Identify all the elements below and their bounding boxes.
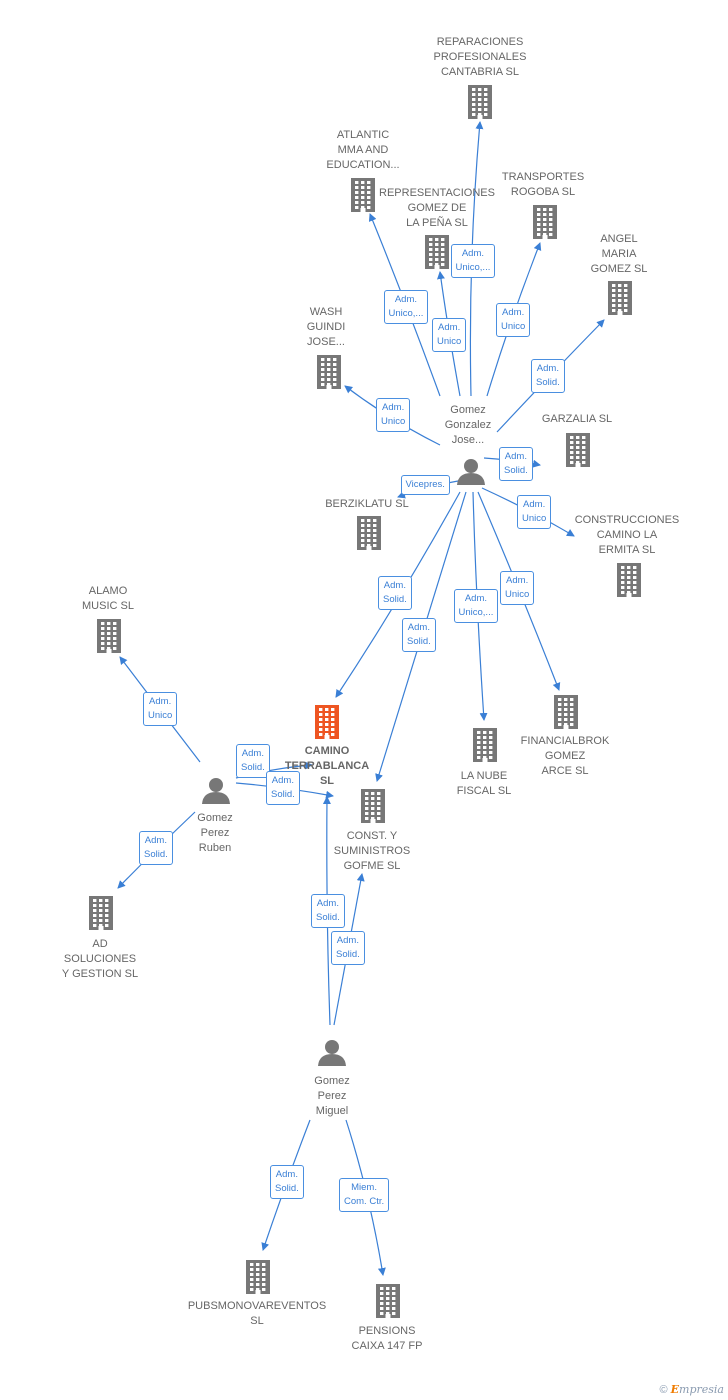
building-icon-reparaciones[interactable] bbox=[468, 85, 492, 119]
building-icon-alamo[interactable] bbox=[97, 619, 121, 653]
edge-label-miguel-to-const[interactable]: Adm. Solid. bbox=[331, 931, 365, 965]
building-icon-angel[interactable] bbox=[608, 281, 632, 315]
edge-label-jose-to-reparaciones[interactable]: Adm. Unico,... bbox=[450, 244, 496, 278]
edge-label-jose-to-lanube[interactable]: Adm. Unico,... bbox=[453, 589, 499, 623]
node-label-jose[interactable]: Gomez Gonzalez Jose... bbox=[444, 404, 492, 446]
node-label-financialbrok[interactable]: FINANCIALBROK GOMEZ ARCE SL bbox=[520, 735, 610, 777]
node-label-alamo[interactable]: ALAMO MUSIC SL bbox=[82, 585, 134, 612]
footer-brand: © Empresia bbox=[659, 1383, 724, 1396]
edge-label-ruben-to-ad[interactable]: Adm. Solid. bbox=[139, 831, 173, 865]
edge-label-jose-to-camino[interactable]: Adm. Solid. bbox=[378, 576, 412, 610]
edge-label-jose-to-construcciones[interactable]: Adm. Unico bbox=[517, 495, 552, 529]
node-label-berziklatu[interactable]: BERZIKLATU SL bbox=[325, 498, 409, 510]
node-label-pubs[interactable]: PUBSMONOVAREVENTOS SL bbox=[187, 1300, 327, 1327]
person-icon-miguel[interactable] bbox=[318, 1040, 346, 1066]
copyright-symbol: © bbox=[659, 1384, 668, 1396]
edge-label-ruben-to-const[interactable]: Adm. Solid. bbox=[266, 771, 300, 805]
building-icon-camino[interactable] bbox=[315, 705, 339, 739]
edge-label-jose-to-atlantic[interactable]: Adm. Unico,... bbox=[383, 290, 429, 324]
node-label-wash[interactable]: WASH GUINDI JOSE... bbox=[306, 306, 346, 348]
person-icon-jose[interactable] bbox=[457, 459, 485, 485]
edge-label-jose-to-berziklatu[interactable]: Vicepres. bbox=[400, 475, 450, 495]
edge-label-jose-to-const[interactable]: Adm. Solid. bbox=[402, 618, 436, 652]
building-icon-construcciones[interactable] bbox=[617, 563, 641, 597]
building-icon-transportes[interactable] bbox=[533, 205, 557, 239]
edge-label-jose-to-representaciones[interactable]: Adm. Unico bbox=[432, 318, 467, 352]
edge-label-miguel-to-camino[interactable]: Adm. Solid. bbox=[311, 894, 345, 928]
node-label-transportes[interactable]: TRANSPORTES ROGOBA SL bbox=[501, 171, 585, 198]
node-label-camino[interactable]: CAMINO TERRABLANCA SL bbox=[284, 745, 370, 787]
node-label-miguel[interactable]: Gomez Perez Miguel bbox=[314, 1075, 350, 1117]
building-icon-atlantic[interactable] bbox=[351, 178, 375, 212]
edge-label-jose-to-garzalia[interactable]: Adm. Solid. bbox=[499, 447, 533, 481]
node-label-lanube[interactable]: LA NUBE FISCAL SL bbox=[456, 770, 512, 797]
building-icon-pubs[interactable] bbox=[246, 1260, 270, 1294]
edge-label-ruben-to-alamo[interactable]: Adm. Unico bbox=[143, 692, 178, 726]
building-icon-financialbrok[interactable] bbox=[554, 695, 578, 729]
edge-label-jose-to-angel[interactable]: Adm. Solid. bbox=[531, 359, 565, 393]
edge-label-jose-to-wash[interactable]: Adm. Unico bbox=[376, 398, 411, 432]
node-label-reparaciones[interactable]: REPARACIONES PROFESIONALES CANTABRIA SL bbox=[433, 36, 527, 78]
building-icon-berziklatu[interactable] bbox=[357, 516, 381, 550]
building-icon-ad[interactable] bbox=[89, 896, 113, 930]
edge-label-jose-to-financialbrok[interactable]: Adm. Unico bbox=[500, 571, 535, 605]
building-icon-representaciones[interactable] bbox=[425, 235, 449, 269]
building-icon-const[interactable] bbox=[361, 789, 385, 823]
node-label-construcciones[interactable]: CONSTRUCCIONES CAMINO LA ERMITA SL bbox=[574, 514, 680, 556]
node-label-const[interactable]: CONST. Y SUMINISTROS GOFME SL bbox=[333, 830, 411, 872]
building-icon-garzalia[interactable] bbox=[566, 433, 590, 467]
node-label-ad[interactable]: AD SOLUCIONES Y GESTION SL bbox=[61, 938, 139, 980]
node-label-ruben[interactable]: Gomez Perez Ruben bbox=[197, 812, 233, 854]
edge-label-miguel-to-pubs[interactable]: Adm. Solid. bbox=[270, 1165, 304, 1199]
edge-label-miguel-to-pensions[interactable]: Miem. Com. Ctr. bbox=[339, 1178, 390, 1212]
brand-logo[interactable]: Empresia bbox=[670, 1383, 724, 1396]
node-label-angel[interactable]: ANGEL MARIA GOMEZ SL bbox=[590, 233, 648, 275]
person-icon-ruben[interactable] bbox=[202, 778, 230, 804]
edge-label-ruben-to-camino[interactable]: Adm. Solid. bbox=[236, 744, 270, 778]
node-label-representaciones[interactable]: REPRESENTACIONES GOMEZ DE LA PEÑA SL bbox=[379, 187, 495, 229]
edge-label-jose-to-transportes[interactable]: Adm. Unico bbox=[496, 303, 531, 337]
node-label-atlantic[interactable]: ATLANTIC MMA AND EDUCATION... bbox=[326, 129, 400, 171]
node-label-garzalia[interactable]: GARZALIA SL bbox=[541, 413, 613, 425]
building-icon-pensions[interactable] bbox=[376, 1284, 400, 1318]
node-label-pensions[interactable]: PENSIONS CAIXA 147 FP bbox=[351, 1325, 423, 1352]
building-icon-wash[interactable] bbox=[317, 355, 341, 389]
building-icon-lanube[interactable] bbox=[473, 728, 497, 762]
